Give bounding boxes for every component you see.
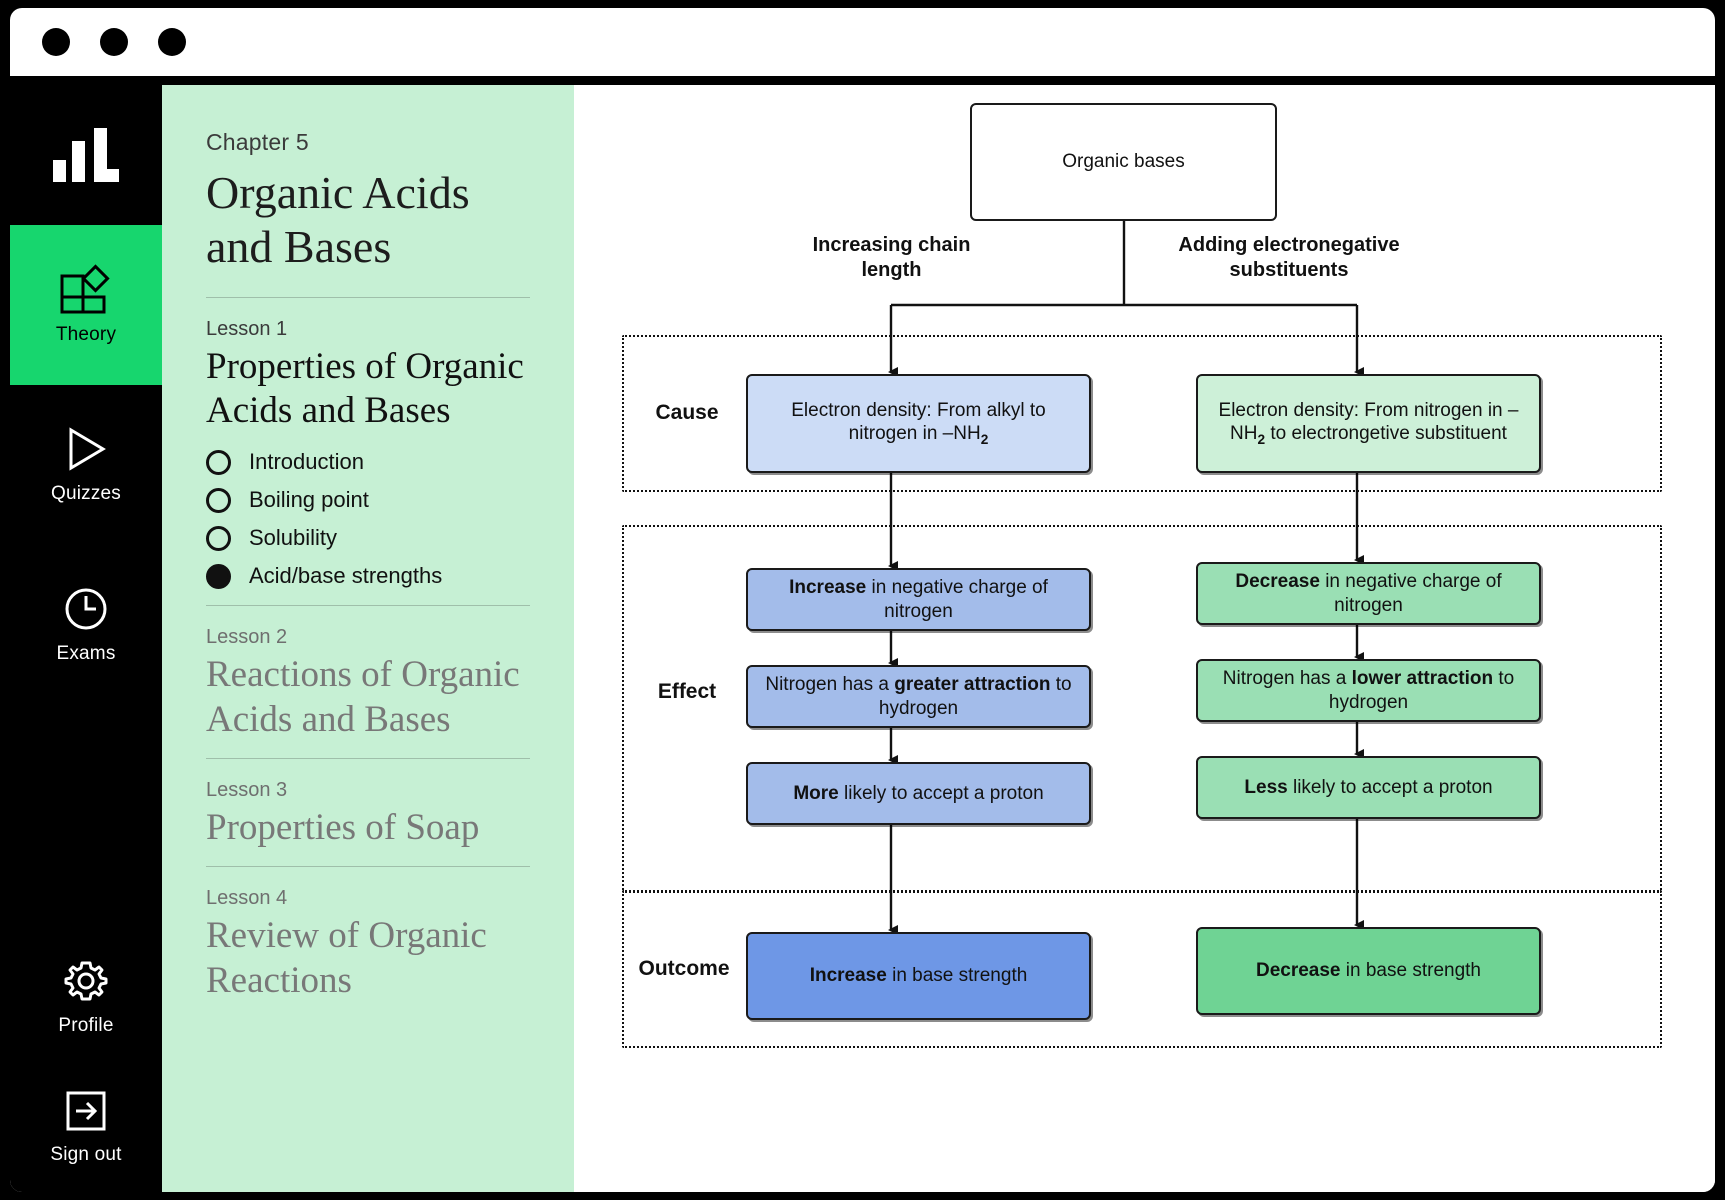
node-cause-left[interactable]: Electron density: From alkyl to nitrogen…: [746, 374, 1091, 473]
lesson-panel: Chapter 5 Organic Acids and Bases Lesson…: [162, 85, 574, 1192]
node-effect-right-1[interactable]: Decrease in negative charge of nitrogen: [1196, 562, 1541, 625]
sidebar-item-theory[interactable]: Theory: [10, 225, 162, 385]
topic-item-acid-base-strengths[interactable]: Acid/base strengths: [206, 563, 530, 589]
divider: [206, 866, 530, 868]
node-effect-left-3[interactable]: More likely to accept a proton: [746, 762, 1091, 825]
minimize-dot-icon[interactable]: [100, 28, 128, 56]
maximize-dot-icon[interactable]: [158, 28, 186, 56]
node-effect-left-3-rest: likely to accept a proton: [838, 782, 1044, 804]
sidebar-rail: Theory Quizzes Exams: [10, 85, 162, 1192]
bullet-empty-icon: [206, 449, 231, 475]
lesson1-title[interactable]: Properties of Organic Acids and Bases: [206, 345, 524, 431]
node-root[interactable]: Organic bases: [970, 103, 1277, 221]
sidebar-item-exams[interactable]: Exams: [10, 545, 162, 705]
node-cause-right-sub: 2: [1257, 431, 1266, 447]
lesson1-kicker: Lesson 1: [206, 317, 288, 340]
node-outcome-right-strong: Decrease: [1255, 960, 1341, 982]
play-triangle-icon: [69, 427, 106, 471]
node-effect-left-2-post: to hydrogen: [878, 674, 1072, 719]
sidebar-item-profile[interactable]: Profile: [10, 932, 162, 1062]
node-cause-right-pre: Electron density: From nitrogen in –NH: [1218, 399, 1519, 444]
sidebar-item-quizzes[interactable]: Quizzes: [10, 385, 162, 545]
window-titlebar: [10, 8, 1715, 76]
row-label-outcome: Outcome: [638, 957, 730, 980]
lesson3-kicker: Lesson 3: [206, 779, 288, 802]
bullet-empty-icon: [206, 525, 231, 551]
row-label-effect: Effect: [657, 680, 717, 703]
topic-label: Acid/base strengths: [249, 563, 443, 589]
node-effect-left-1-strong: Increase: [789, 577, 867, 599]
branch-label-right: Adding electronegative substituents: [1178, 234, 1400, 281]
node-cause-right-post: to electrongetive substituent: [1265, 422, 1507, 444]
lesson4-title[interactable]: Review of Organic Reactions: [206, 915, 487, 1001]
topic-label: Introduction: [249, 449, 364, 475]
sidebar-item-signout[interactable]: Sign out: [10, 1062, 162, 1192]
node-cause-left-sub: 2: [980, 431, 989, 447]
row-label-cause: Cause: [655, 401, 719, 424]
branch-label-left: Increasing chain length: [812, 234, 971, 281]
node-cause-left-text: Electron density: From alkyl to nitrogen…: [791, 399, 1046, 444]
node-effect-left-2-pre: Nitrogen has a: [765, 674, 895, 696]
window-body: Theory Quizzes Exams: [10, 85, 1715, 1192]
topic-item-solubility[interactable]: Solubility: [206, 525, 530, 551]
chapter-title: Organic Acids and Bases: [206, 167, 470, 273]
node-effect-left-2-strong: greater attraction: [894, 674, 1051, 696]
band-outcome: [622, 890, 1662, 1048]
window-controls: [42, 28, 186, 56]
sign-out-icon: [66, 1091, 106, 1131]
node-effect-right-2[interactable]: Nitrogen has a lower attraction to hydro…: [1196, 659, 1541, 722]
lesson2-kicker: Lesson 2: [206, 626, 288, 649]
lesson3-title[interactable]: Properties of Soap: [206, 807, 480, 849]
node-outcome-left-strong: Increase: [809, 965, 887, 987]
node-effect-right-3-rest: likely to accept a proton: [1287, 776, 1493, 798]
close-dot-icon[interactable]: [42, 28, 70, 56]
bullet-filled-icon: [206, 563, 231, 589]
gear-icon: [64, 961, 108, 1001]
chapter-kicker: Chapter 5: [206, 129, 309, 155]
brand-logo-icon: [53, 128, 119, 182]
divider: [206, 605, 530, 607]
node-effect-right-1-rest: in negative charge of nitrogen: [1319, 571, 1502, 616]
theory-squares-icon: [60, 264, 110, 314]
sidebar-bottom-group: Profile Sign out: [10, 932, 162, 1192]
node-effect-left-1-rest: in negative charge of nitrogen: [866, 577, 1048, 622]
node-cause-right[interactable]: Electron density: From nitrogen in –NH2 …: [1196, 374, 1541, 473]
node-effect-right-2-pre: Nitrogen has a: [1222, 668, 1352, 690]
sidebar-item-theory-label: Theory: [55, 324, 117, 345]
topic-item-boiling-point[interactable]: Boiling point: [206, 487, 530, 513]
node-effect-left-2[interactable]: Nitrogen has a greater attraction to hyd…: [746, 665, 1091, 728]
node-effect-right-2-post: to hydrogen: [1328, 668, 1515, 713]
clock-icon: [65, 588, 107, 630]
topic-item-introduction[interactable]: Introduction: [206, 449, 530, 475]
node-effect-left-1[interactable]: Increase in negative charge of nitrogen: [746, 568, 1091, 631]
topic-label: Boiling point: [249, 487, 369, 513]
node-outcome-left[interactable]: Increase in base strength: [746, 932, 1091, 1020]
diagram-canvas: Organic bases Increasing chain length Ad…: [574, 85, 1715, 1192]
sidebar-item-profile-label: Profile: [58, 1015, 114, 1036]
bullet-empty-icon: [206, 487, 231, 513]
node-effect-right-3-strong: Less: [1244, 776, 1288, 798]
node-effect-right-2-strong: lower attraction: [1351, 668, 1494, 690]
brand-logo[interactable]: [10, 85, 162, 225]
node-effect-left-3-strong: More: [793, 782, 839, 804]
sidebar-item-quizzes-label: Quizzes: [50, 483, 122, 504]
topic-list: Introduction Boiling point Solubility Ac…: [206, 449, 530, 589]
divider: [206, 758, 530, 760]
node-effect-right-3[interactable]: Less likely to accept a proton: [1196, 756, 1541, 819]
band-effect: [622, 525, 1662, 893]
divider: [206, 296, 530, 298]
sidebar-item-exams-label: Exams: [56, 643, 116, 664]
flowchart: Organic bases Increasing chain length Ad…: [574, 85, 1715, 1192]
flowchart-connectors: [888, 221, 1364, 935]
topic-label: Solubility: [249, 525, 338, 551]
node-effect-right-1-strong: Decrease: [1235, 571, 1320, 593]
node-outcome-right-rest: in base strength: [1340, 960, 1481, 982]
sidebar-item-signout-label: Sign out: [50, 1144, 122, 1165]
lesson2-title[interactable]: Reactions of Organic Acids and Bases: [206, 654, 520, 740]
node-outcome-right[interactable]: Decrease in base strength: [1196, 927, 1541, 1015]
lesson4-kicker: Lesson 4: [206, 887, 288, 910]
band-cause: [622, 335, 1662, 492]
node-outcome-left-rest: in base strength: [886, 965, 1028, 987]
